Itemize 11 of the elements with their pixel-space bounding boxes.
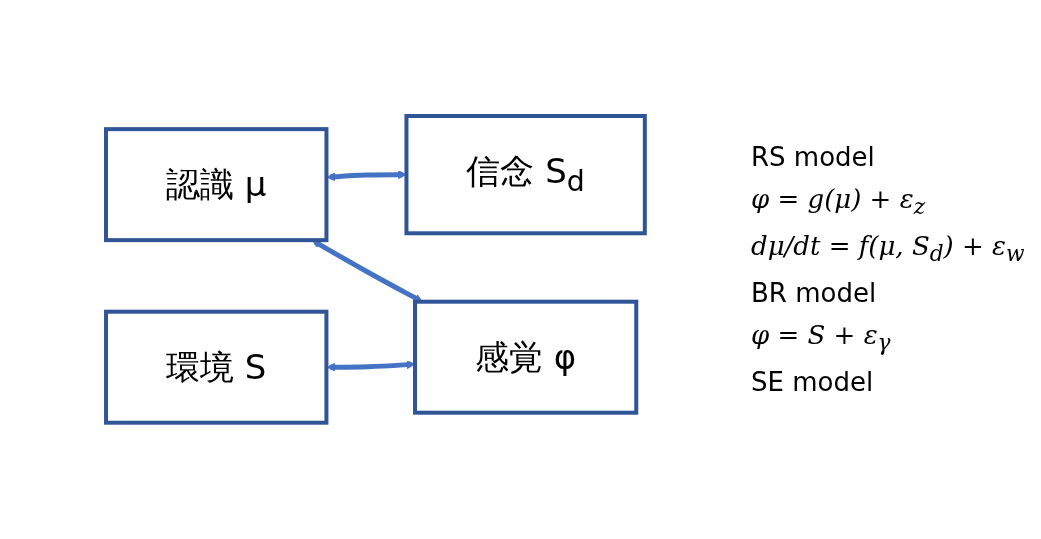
- model-label: SE model: [751, 367, 875, 398]
- equation: φ = g(μ) + ε$_{z}$: [751, 183, 927, 219]
- equation: dμ/dt = f(μ, S$_{d}$) + ε$_{w}$: [751, 230, 1026, 267]
- equation: φ = S + ε$_{γ}$: [751, 320, 892, 356]
- node-box: 認識 μ: [104, 127, 329, 243]
- model-label: BR model: [751, 278, 878, 309]
- arrow: [312, 240, 423, 303]
- node-box: 環境 S: [104, 309, 329, 425]
- model-label: RS model: [751, 141, 876, 172]
- node-box: 感覚 φ: [413, 299, 639, 415]
- node-box: 信念 S$_{d}$: [404, 114, 647, 236]
